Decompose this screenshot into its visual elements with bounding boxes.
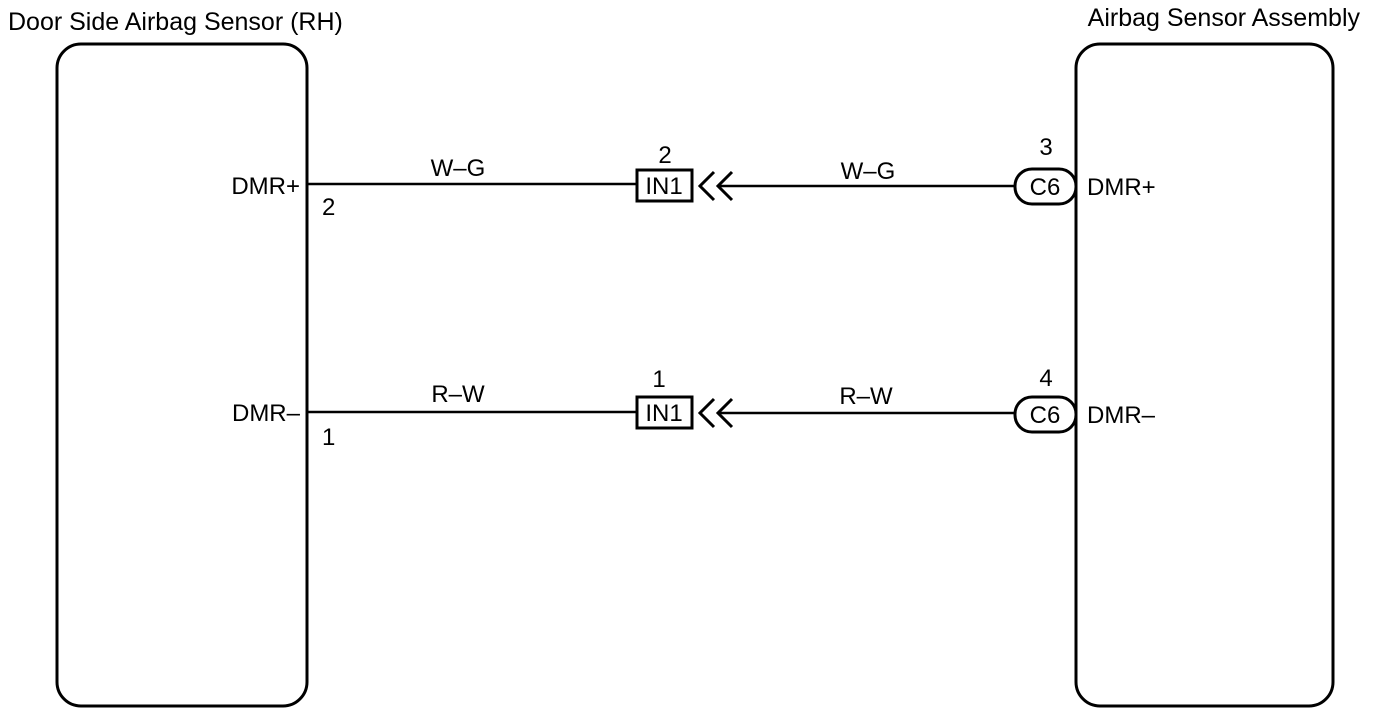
right-pin-number-lower: 4: [1039, 365, 1052, 392]
right-connector-upper-label: C6: [1030, 174, 1061, 201]
right-pin-number-upper: 3: [1039, 134, 1052, 161]
left-component-box: [55, 42, 309, 708]
inline-connector-upper-label: IN1: [645, 173, 682, 200]
left-pin-number-lower: 1: [322, 424, 335, 451]
inline-connector-lower-label: IN1: [645, 400, 682, 427]
chevron-icon: [697, 397, 716, 429]
left-pin-number-upper: 2: [322, 194, 335, 221]
left-terminal-lower: DMR–: [232, 400, 301, 427]
wire-lower: DMR– 1 R–W 1 IN1 R–W 4 C6 DMR–: [232, 365, 1156, 451]
wire-color-upper-left: W–G: [431, 155, 486, 182]
chevron-icon: [697, 170, 716, 202]
inline-connector-lower: [635, 395, 694, 430]
right-connector-upper: [1013, 167, 1078, 206]
right-connector-lower-label: C6: [1030, 402, 1061, 429]
wire-upper: DMR+ 2 W–G 2 IN1 W–G 3 C6 DMR+: [231, 134, 1155, 221]
right-terminal-lower: DMR–: [1087, 402, 1156, 429]
wire-color-upper-right: W–G: [841, 158, 896, 185]
right-terminal-upper: DMR+: [1087, 174, 1156, 201]
right-component-box: [1074, 42, 1335, 708]
inline-pin-number-lower: 1: [652, 366, 665, 393]
right-component-title: Airbag Sensor Assembly: [1088, 4, 1361, 32]
wire-color-lower-left: R–W: [431, 381, 485, 408]
right-connector-lower: [1013, 395, 1078, 434]
inline-connector-upper: [635, 168, 694, 203]
inline-pin-number-upper: 2: [658, 142, 671, 169]
left-terminal-upper: DMR+: [231, 173, 300, 200]
left-component-title: Door Side Airbag Sensor (RH): [8, 8, 343, 36]
wire-color-lower-right: R–W: [839, 383, 893, 410]
